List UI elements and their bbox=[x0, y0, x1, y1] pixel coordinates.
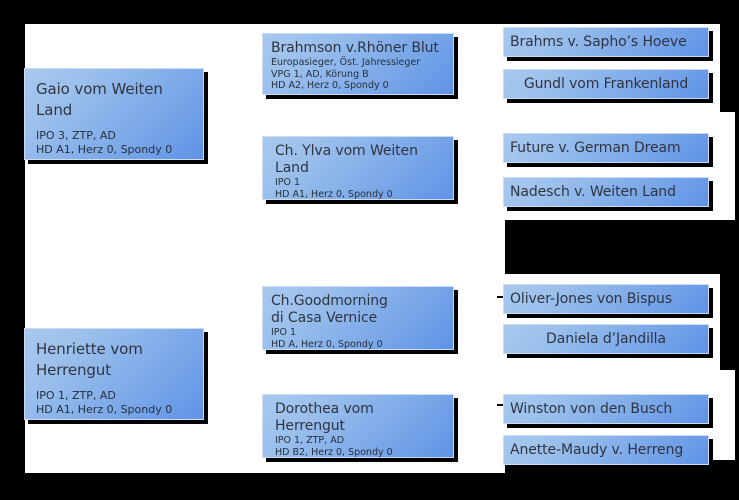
pedigree-node-nadesch[interactable]: Nadesch v. Weiten Land bbox=[503, 177, 709, 207]
node-stat-1: IPO 1 bbox=[275, 177, 301, 188]
node-name: Gundl vom Frankenland bbox=[523, 76, 689, 92]
node-name-line2: Land bbox=[36, 101, 73, 119]
node-stat-1: IPO 1, ZTP, AD bbox=[275, 435, 345, 446]
node-name-line1: Gaio vom Weiten bbox=[36, 80, 163, 98]
node-name: Anette-Maudy v. Herreng bbox=[510, 442, 684, 458]
connector-oliver-left bbox=[497, 296, 506, 298]
node-stat-2: HD A1, Herz 0, Spondy 0 bbox=[36, 402, 173, 416]
node-stat-2: HD A, Herz 0, Spondy 0 bbox=[271, 338, 383, 350]
node-stat-3: HD A2, Herz 0, Spondy 0 bbox=[271, 80, 389, 91]
node-name-line2: di Casa Vernice bbox=[271, 310, 378, 326]
node-stat-1: IPO 1 bbox=[271, 327, 297, 338]
connector-dorothea-bottom bbox=[456, 448, 465, 450]
pedigree-node-goodmorning[interactable]: Ch.Goodmorning di Casa Vernice IPO 1 HD … bbox=[262, 286, 454, 350]
spacer bbox=[36, 121, 203, 129]
pedigree-node-winston[interactable]: Winston von den Busch bbox=[503, 394, 709, 424]
node-name-line1: Brahmson v.Rhöner Blut bbox=[271, 40, 439, 56]
node-stat-2: HD A1, Herz 0, Spondy 0 bbox=[36, 142, 173, 156]
spacer bbox=[36, 381, 203, 389]
connector-ylva-top bbox=[456, 146, 465, 148]
connector-goodmorning-top bbox=[456, 296, 465, 298]
node-name: Winston von den Busch bbox=[510, 401, 673, 417]
connector-goodmorning-bottom bbox=[456, 340, 465, 342]
connector-brahmson-top bbox=[456, 44, 465, 46]
connector-ylva-bottom bbox=[456, 191, 465, 193]
connector-dorothea-top bbox=[456, 404, 465, 406]
pedigree-node-brahms-sapho[interactable]: Brahms v. Sapho’s Hoeve bbox=[503, 27, 709, 57]
node-name: Oliver-Jones von Bispus bbox=[510, 291, 673, 307]
node-name: Daniela d’Jandilla bbox=[546, 331, 666, 347]
node-name-line1: Ch. Ylva vom Weiten bbox=[275, 143, 418, 159]
connector-henriette-bottom bbox=[204, 413, 213, 415]
node-stat-1: IPO 3, ZTP, AD bbox=[36, 129, 116, 142]
node-stat-2: HD B2, Herz 0, Spondy 0 bbox=[275, 446, 393, 458]
connector-gaio-top bbox=[204, 73, 213, 75]
pedigree-node-anette-maudy[interactable]: Anette-Maudy v. Herreng bbox=[503, 435, 709, 465]
node-stat-1: Europasieger, Öst. Jahressieger bbox=[271, 57, 421, 68]
pedigree-node-dorothea[interactable]: Dorothea vom Herrengut IPO 1, ZTP, AD HD… bbox=[262, 394, 454, 458]
pedigree-node-oliver-jones[interactable]: Oliver-Jones von Bispus bbox=[503, 284, 709, 314]
connector-brahmson-bottom bbox=[456, 87, 465, 89]
pedigree-node-gaio[interactable]: Gaio vom Weiten Land IPO 3, ZTP, AD HD A… bbox=[24, 68, 204, 160]
node-name-line2: Land bbox=[275, 160, 309, 176]
node-stat-2: HD A1, Herz 0, Spondy 0 bbox=[275, 188, 393, 200]
pedigree-node-brahmson[interactable]: Brahmson v.Rhöner Blut Europasieger, Öst… bbox=[262, 33, 454, 95]
node-name-line1: Dorothea vom bbox=[275, 401, 374, 417]
pedigree-node-gundl[interactable]: Gundl vom Frankenland bbox=[503, 69, 709, 99]
node-name: Future v. German Dream bbox=[510, 140, 681, 156]
node-name-line2: Herrengut bbox=[36, 361, 111, 379]
pedigree-node-future[interactable]: Future v. German Dream bbox=[503, 133, 709, 163]
connector-henriette-top bbox=[204, 333, 213, 335]
pedigree-node-ylva[interactable]: Ch. Ylva vom Weiten Land IPO 1 HD A1, He… bbox=[262, 136, 454, 200]
connector-winston-left bbox=[497, 404, 506, 406]
node-name-line1: Henriette vom bbox=[36, 340, 143, 358]
node-name-line1: Ch.Goodmorning bbox=[271, 293, 388, 309]
pedigree-node-daniela[interactable]: Daniela d’Jandilla bbox=[503, 324, 709, 354]
node-name: Brahms v. Sapho’s Hoeve bbox=[510, 34, 687, 50]
node-name: Nadesch v. Weiten Land bbox=[510, 184, 676, 200]
pedigree-node-henriette[interactable]: Henriette vom Herrengut IPO 1, ZTP, AD H… bbox=[24, 328, 204, 420]
node-name-line2: Herrengut bbox=[275, 418, 345, 434]
node-stat-1: IPO 1, ZTP, AD bbox=[36, 389, 116, 402]
connector-gaio-bottom bbox=[204, 155, 213, 157]
node-stat-2: VPG 1, AD, Körung B bbox=[271, 68, 369, 80]
